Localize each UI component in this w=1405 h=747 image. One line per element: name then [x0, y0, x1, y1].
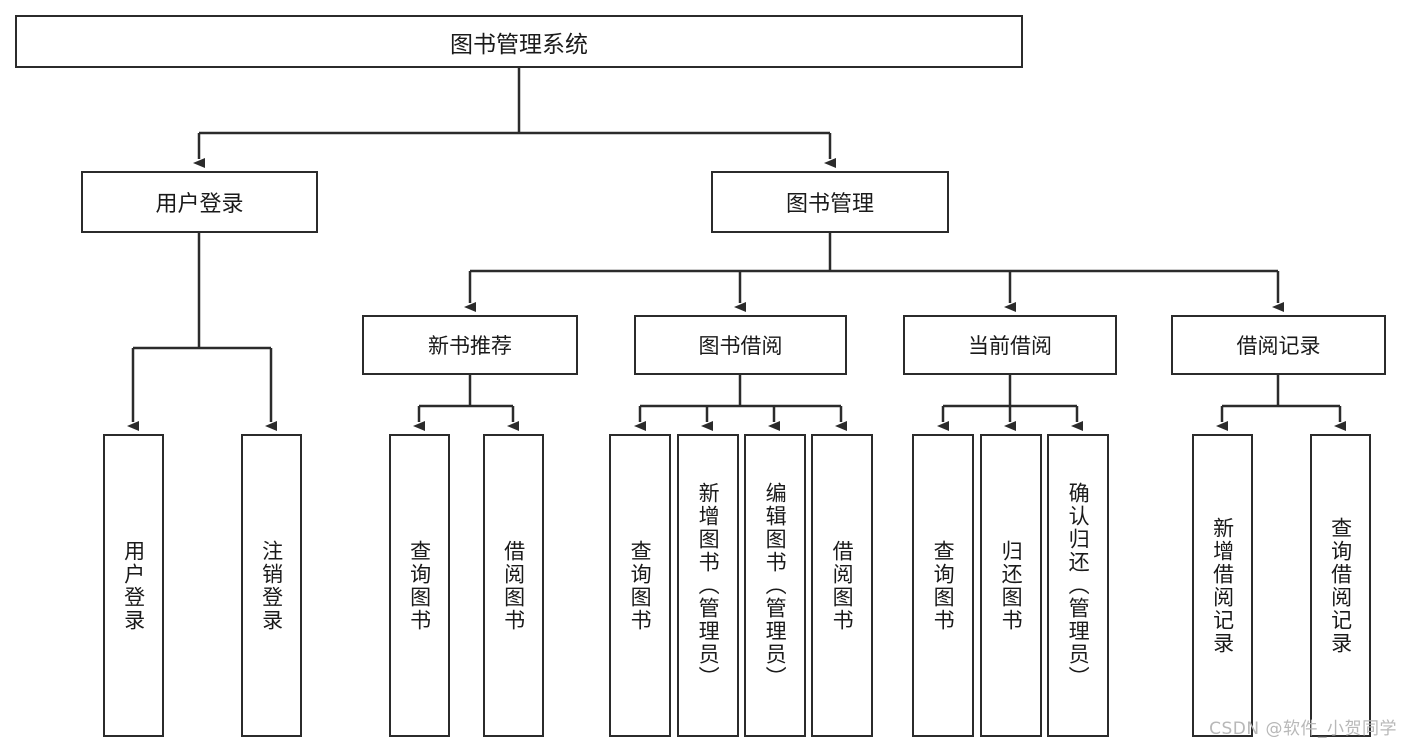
leaf-book-borrow-add[interactable]: 新增图书（管理员） — [677, 434, 739, 737]
node-book-management[interactable]: 图书管理 — [711, 171, 949, 233]
node-book-borrow-label: 图书借阅 — [698, 334, 783, 358]
leaf-label: 归还图书 — [999, 539, 1024, 632]
node-root-system[interactable]: 图书管理系统 — [15, 15, 1023, 68]
node-borrow-records[interactable]: 借阅记录 — [1171, 315, 1386, 375]
leaf-label: 查询图书 — [628, 539, 653, 632]
leaf-label: 注销登录 — [259, 539, 284, 632]
leaf-book-borrow-edit[interactable]: 编辑图书（管理员） — [744, 434, 806, 737]
node-current-borrow-label: 当前借阅 — [968, 334, 1052, 358]
leaf-label: 借阅图书 — [830, 539, 855, 632]
leaf-label: 新增借阅记录 — [1210, 516, 1235, 655]
leaf-user-login-signin[interactable]: 用户登录 — [103, 434, 164, 737]
leaf-label: 用户登录 — [121, 539, 146, 632]
leaf-label: 查询图书 — [407, 539, 432, 632]
node-root-label: 图书管理系统 — [450, 31, 588, 58]
leaf-label: 借阅图书 — [501, 539, 526, 632]
node-new-book-recommend[interactable]: 新书推荐 — [362, 315, 578, 375]
node-borrow-records-label: 借阅记录 — [1236, 334, 1321, 358]
leaf-borrow-records-add[interactable]: 新增借阅记录 — [1192, 434, 1253, 737]
leaf-book-borrow-borrow[interactable]: 借阅图书 — [811, 434, 873, 737]
node-book-borrow[interactable]: 图书借阅 — [634, 315, 847, 375]
leaf-new-book-query[interactable]: 查询图书 — [389, 434, 450, 737]
node-new-book-recommend-label: 新书推荐 — [428, 334, 512, 358]
leaf-current-borrow-confirm-return[interactable]: 确认归还（管理员） — [1047, 434, 1109, 737]
node-user-login-label: 用户登录 — [155, 192, 244, 217]
node-current-borrow[interactable]: 当前借阅 — [903, 315, 1117, 375]
leaf-current-borrow-return[interactable]: 归还图书 — [980, 434, 1042, 737]
node-user-login[interactable]: 用户登录 — [81, 171, 318, 233]
leaf-label: 查询借阅记录 — [1328, 516, 1353, 655]
leaf-borrow-records-query[interactable]: 查询借阅记录 — [1310, 434, 1371, 737]
leaf-user-login-signout[interactable]: 注销登录 — [241, 434, 302, 737]
leaf-current-borrow-query[interactable]: 查询图书 — [912, 434, 974, 737]
leaf-label: 编辑图书（管理员） — [763, 482, 788, 689]
node-book-management-label: 图书管理 — [785, 192, 874, 217]
watermark: CSDN @软件_小贺同学 — [1209, 719, 1397, 739]
leaf-label: 确认归还（管理员） — [1066, 482, 1091, 689]
leaf-book-borrow-query[interactable]: 查询图书 — [609, 434, 671, 737]
leaf-label: 查询图书 — [931, 539, 956, 632]
leaf-label: 新增图书（管理员） — [696, 482, 721, 689]
leaf-new-book-borrow[interactable]: 借阅图书 — [483, 434, 544, 737]
